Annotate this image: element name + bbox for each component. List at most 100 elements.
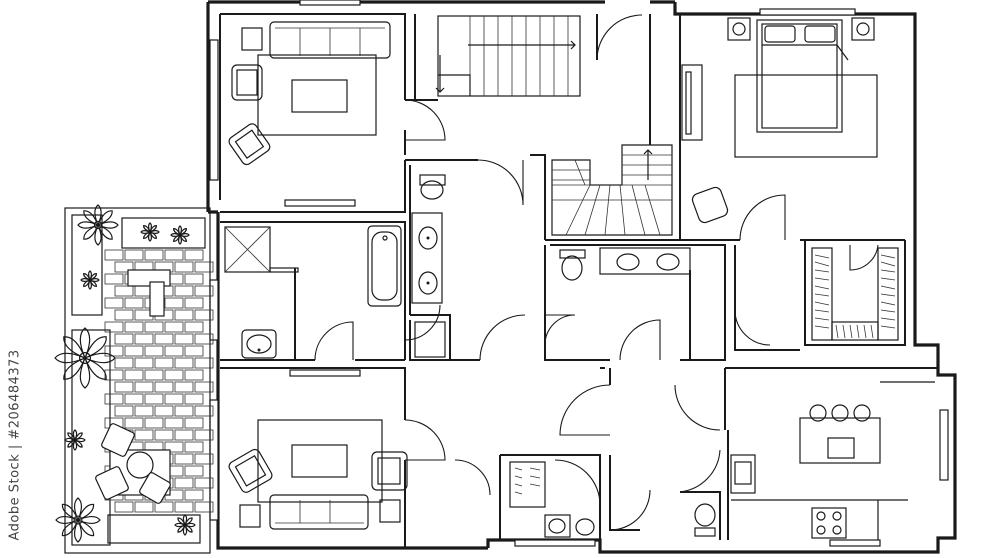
terrace xyxy=(54,204,214,554)
upper-living-room-furniture xyxy=(228,21,391,166)
staircase-lower xyxy=(551,144,673,236)
paving-tile xyxy=(174,501,194,513)
paving-tile xyxy=(104,369,124,381)
watermark-text: Adobe Stock | #206484373 xyxy=(7,349,23,541)
paving-tile xyxy=(174,453,194,465)
paving-tile xyxy=(164,417,184,429)
kitchen xyxy=(730,381,935,540)
paving-tile xyxy=(194,429,214,441)
paving-tile xyxy=(144,393,164,405)
paving-tile xyxy=(154,405,174,417)
doors xyxy=(314,14,879,531)
paving-tile xyxy=(134,357,154,369)
paving-tile xyxy=(154,501,174,513)
paving-tile xyxy=(114,285,134,297)
watermark: Adobe Stock | #206484373 xyxy=(2,300,24,558)
paving-tile xyxy=(174,285,194,297)
paving-tile xyxy=(114,309,134,321)
paving-tile xyxy=(134,405,154,417)
walk-in-closet xyxy=(811,247,899,341)
paving-tile xyxy=(124,393,144,405)
paving-tile xyxy=(194,357,214,369)
paving-tile xyxy=(184,249,204,261)
lower-bathroom-fixtures xyxy=(509,461,716,538)
paving-tile xyxy=(174,405,194,417)
plant-icon xyxy=(140,222,160,242)
paving-tile xyxy=(184,297,204,309)
paving-tile xyxy=(184,321,204,333)
plant-icon xyxy=(64,429,86,451)
paving-tile xyxy=(144,417,164,429)
paving-tile xyxy=(194,477,214,489)
paving-tile xyxy=(104,249,124,261)
paving-tile xyxy=(114,501,134,513)
plant-icon xyxy=(170,225,190,245)
interior-walls xyxy=(220,14,938,548)
paving-tile xyxy=(154,333,174,345)
paving-tile xyxy=(164,297,184,309)
staircase-upper xyxy=(435,15,581,97)
paving-tile xyxy=(174,357,194,369)
lower-living-room-furniture xyxy=(228,419,408,530)
paving-tile xyxy=(134,381,154,393)
paving-tile xyxy=(184,345,204,357)
bedroom-furniture xyxy=(681,17,878,224)
paving-tile xyxy=(194,333,214,345)
paving-tile xyxy=(104,321,124,333)
paving-tile xyxy=(154,429,174,441)
paving-tile xyxy=(144,369,164,381)
paving-tile xyxy=(104,393,124,405)
paving-tile xyxy=(134,333,154,345)
paving-tile xyxy=(144,321,164,333)
paving-tile xyxy=(174,333,194,345)
paving-tile xyxy=(194,285,214,297)
paving-tile xyxy=(174,381,194,393)
paving-tile xyxy=(134,501,154,513)
paving-tile xyxy=(194,453,214,465)
paving-tile xyxy=(124,417,144,429)
center-bathroom-fixtures xyxy=(411,174,446,358)
exterior-walls xyxy=(206,0,957,554)
paving-tile xyxy=(134,429,154,441)
paving-tile xyxy=(164,393,184,405)
paving-tile xyxy=(184,273,204,285)
paving-tile xyxy=(184,369,204,381)
plant-icon xyxy=(174,514,196,536)
paving-tile xyxy=(154,381,174,393)
paving-tile xyxy=(164,369,184,381)
paving-tile xyxy=(184,441,204,453)
paving-tile xyxy=(164,321,184,333)
paving-tile xyxy=(184,489,204,501)
paving-tile xyxy=(184,417,204,429)
plant-icon xyxy=(80,270,100,290)
left-bathroom-fixtures xyxy=(224,225,402,359)
paving-tile xyxy=(194,381,214,393)
plant-icon xyxy=(55,497,101,543)
paving-tile xyxy=(104,297,124,309)
paving-tile xyxy=(124,249,144,261)
paving-tile xyxy=(164,249,184,261)
paving-tile xyxy=(174,309,194,321)
paving-tile xyxy=(144,345,164,357)
paving-tile xyxy=(124,297,144,309)
plant-icon xyxy=(54,327,116,389)
paving-tile xyxy=(194,405,214,417)
paving-tile xyxy=(104,345,124,357)
paving-tile xyxy=(154,357,174,369)
paving-tile xyxy=(114,357,134,369)
paving-tile xyxy=(184,465,204,477)
paving-tile xyxy=(164,345,184,357)
paving-tile xyxy=(114,405,134,417)
paving-tile xyxy=(184,393,204,405)
paving-tile xyxy=(114,333,134,345)
middle-bathroom-fixtures xyxy=(559,247,691,281)
paving-tile xyxy=(104,273,124,285)
plant-icon xyxy=(77,204,119,246)
paving-tile xyxy=(194,261,214,273)
paving-tile xyxy=(164,441,184,453)
paving-tile xyxy=(124,369,144,381)
paving-tile xyxy=(174,429,194,441)
paving-tile xyxy=(114,261,134,273)
paving-tile xyxy=(174,477,194,489)
